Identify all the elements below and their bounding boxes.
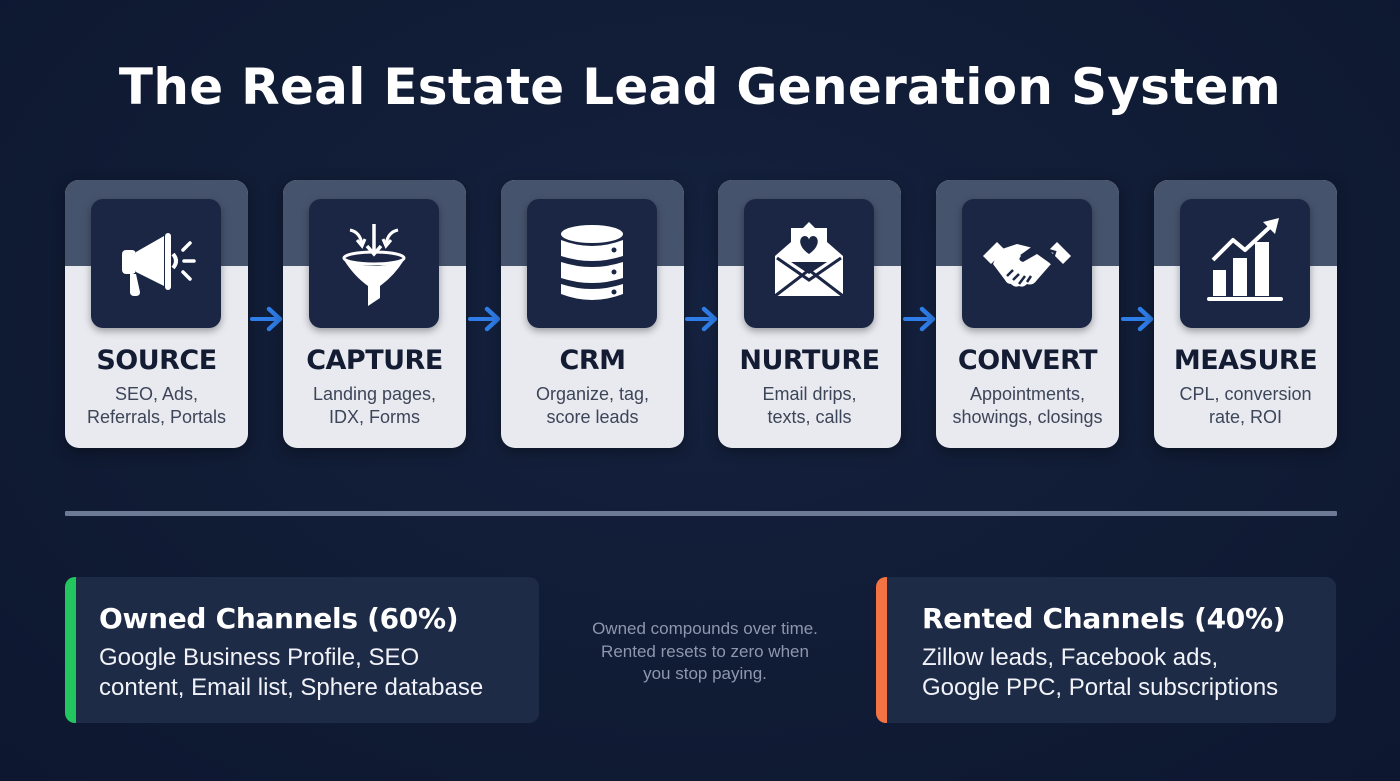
- envelope-heart-icon: [774, 221, 844, 297]
- step-card-nurture: NURTURE Email drips, texts, calls: [718, 180, 901, 448]
- database-icon: [561, 224, 623, 300]
- desc-line: Landing pages,: [312, 384, 437, 404]
- desc-line: Zillow leads, Facebook ads,: [922, 644, 1219, 671]
- step-label: SOURCE: [96, 345, 217, 376]
- icon-box: [962, 199, 1092, 328]
- arrow-right-icon: [903, 306, 936, 332]
- icon-box: [91, 199, 221, 328]
- desc-line: score leads: [546, 407, 639, 427]
- step-card-capture: CAPTURE Landing pages, IDX, Forms: [283, 180, 466, 448]
- desc-line: showings, closings: [952, 407, 1103, 427]
- rented-accent-bar: [876, 577, 887, 723]
- step-card-crm: CRM Organize, tag, score leads: [501, 180, 684, 448]
- rented-channels-description: Zillow leads, Facebook ads, Google PPC, …: [922, 643, 1278, 703]
- rented-channels-panel: Rented Channels (40%) Zillow leads, Face…: [876, 577, 1336, 723]
- arrow-right-icon: [1121, 306, 1154, 332]
- icon-box: [309, 199, 439, 328]
- step-description: Organize, tag, score leads: [505, 383, 680, 429]
- step-card-convert: CONVERT Appointments, showings, closings: [936, 180, 1119, 448]
- note-line: you stop paying.: [643, 664, 767, 683]
- step-label: NURTURE: [739, 345, 880, 376]
- process-steps: SOURCE SEO, Ads, Referrals, Portals: [65, 180, 1337, 450]
- owned-channels-title: Owned Channels (60%): [99, 602, 459, 635]
- desc-line: Organize, tag,: [535, 384, 650, 404]
- desc-line: texts, calls: [767, 407, 852, 427]
- desc-line: Google Business Profile, SEO: [99, 644, 420, 671]
- icon-box: [527, 199, 657, 328]
- desc-line: CPL, conversion: [1179, 384, 1312, 404]
- handshake-icon: [983, 241, 1071, 287]
- arrow-right-icon: [685, 306, 718, 332]
- step-description: Landing pages, IDX, Forms: [287, 383, 462, 429]
- megaphone-icon: [122, 232, 196, 296]
- growth-chart-icon: [1207, 217, 1283, 301]
- desc-line: IDX, Forms: [328, 407, 420, 427]
- step-label: CONVERT: [957, 345, 1098, 376]
- step-description: Appointments, showings, closings: [940, 383, 1115, 429]
- funnel-icon: [342, 223, 406, 306]
- desc-line: SEO, Ads,: [114, 384, 199, 404]
- desc-line: rate, ROI: [1208, 407, 1283, 427]
- desc-line: Email drips,: [762, 384, 857, 404]
- step-description: SEO, Ads, Referrals, Portals: [69, 383, 244, 429]
- desc-line: Google PPC, Portal subscriptions: [922, 674, 1279, 701]
- section-divider: [65, 511, 1337, 516]
- step-description: Email drips, texts, calls: [722, 383, 897, 429]
- comparison-note: Owned compounds over time. Rented resets…: [560, 618, 850, 686]
- step-card-measure: MEASURE CPL, conversion rate, ROI: [1154, 180, 1337, 448]
- arrow-right-icon: [468, 306, 501, 332]
- owned-channels-description: Google Business Profile, SEO content, Em…: [99, 643, 483, 703]
- desc-line: Appointments,: [969, 384, 1086, 404]
- rented-channels-title: Rented Channels (40%): [922, 602, 1286, 635]
- icon-box: [744, 199, 874, 328]
- page-title: The Real Estate Lead Generation System: [118, 58, 1282, 116]
- desc-line: Referrals, Portals: [86, 407, 227, 427]
- icon-box: [1180, 199, 1310, 328]
- owned-accent-bar: [65, 577, 76, 723]
- step-label: CRM: [559, 345, 626, 376]
- note-line: Owned compounds over time.: [592, 619, 818, 638]
- step-card-source: SOURCE SEO, Ads, Referrals, Portals: [65, 180, 248, 448]
- note-line: Rented resets to zero when: [601, 641, 809, 661]
- desc-line: content, Email list, Sphere database: [99, 674, 484, 701]
- step-label: CAPTURE: [306, 345, 443, 376]
- step-description: CPL, conversion rate, ROI: [1158, 383, 1333, 429]
- owned-channels-panel: Owned Channels (60%) Google Business Pro…: [65, 577, 539, 723]
- arrow-right-icon: [250, 306, 283, 332]
- step-label: MEASURE: [1173, 345, 1318, 376]
